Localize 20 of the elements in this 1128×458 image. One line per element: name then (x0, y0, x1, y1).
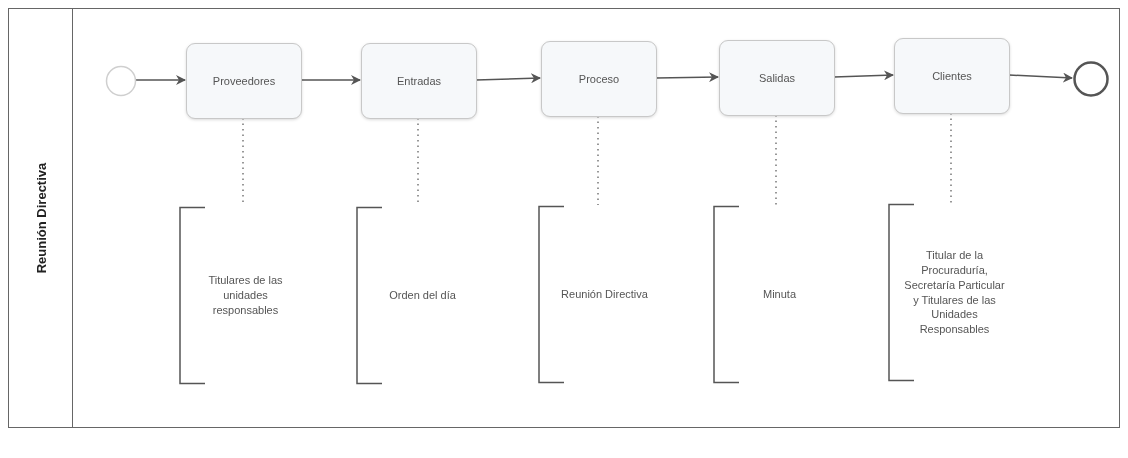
task-box: Clientes (894, 38, 1010, 114)
text-annotation: Titular de la Procuraduría, Secretaría Particular y Titulares de las Unidades Responsables (888, 204, 1013, 381)
sequence-arrow (833, 70, 894, 81)
sequence-arrow (475, 73, 541, 84)
text-annotation: Titulares de las unidades responsables (179, 207, 304, 384)
sequence-arrow (655, 72, 719, 83)
start-event-circle (105, 65, 137, 97)
task-box: Proveedores (186, 43, 302, 119)
lane-label: Reunión Directiva (33, 162, 49, 274)
end-event-circle (1073, 61, 1109, 97)
sequence-arrow (1008, 72, 1073, 83)
text-annotation: Reunión Directiva (538, 206, 663, 383)
task-box: Salidas (719, 40, 835, 116)
text-annotation: Orden del día (356, 207, 481, 384)
text-annotation: Minuta (713, 206, 838, 383)
sequence-arrow (300, 75, 361, 85)
task-box: Proceso (541, 41, 657, 117)
swimlane-pool (8, 8, 1120, 428)
task-box: Entradas (361, 43, 477, 119)
sequence-arrow (135, 75, 186, 85)
